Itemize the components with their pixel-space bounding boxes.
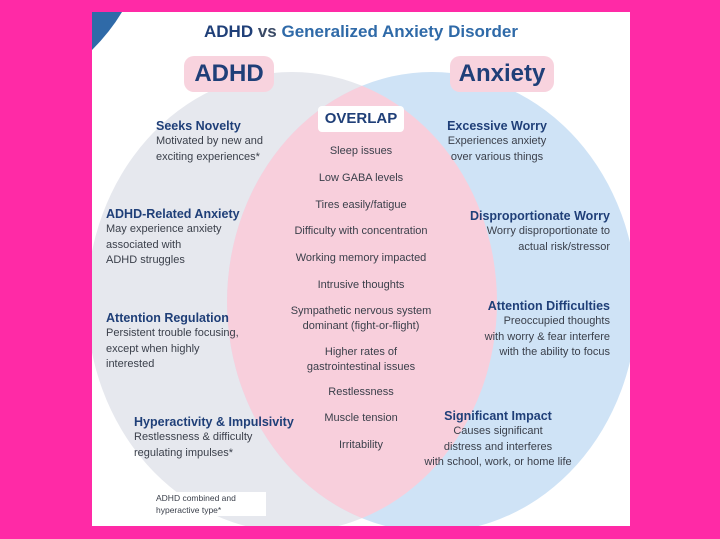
anxiety-item-significant-impact: Significant Impact Causes significant di…: [404, 408, 592, 471]
item-line: Experiences anxiety: [447, 135, 547, 147]
overlap-item: Sleep issues: [329, 145, 393, 157]
overlap-item: Irritability: [338, 439, 383, 451]
item-heading: Attention Regulation: [106, 311, 229, 325]
item-heading: Hyperactivity & Impulsivity: [134, 415, 294, 429]
item-line: Restlessness & difficulty: [134, 431, 253, 443]
anxiety-item-disproportionate-worry: Disproportionate Worry Worry disproporti…: [428, 208, 610, 255]
anxiety-item-attention-difficulties: Attention Difficulties Preoccupied thoug…: [428, 298, 610, 361]
adhd-item-hyperactivity: Hyperactivity & Impulsivity Restlessness…: [134, 414, 314, 461]
item-heading: Seeks Novelty: [156, 119, 241, 133]
overlap-item: Higher rates of gastrointestinal issues: [306, 346, 416, 373]
item-line: over various things: [450, 150, 544, 163]
item-line: May experience anxiety: [106, 223, 222, 235]
page-title: ADHD vs Generalized Anxiety Disorder: [203, 22, 518, 41]
item-line: with school, work, or home life: [424, 456, 572, 468]
item-line: distress and interferes: [443, 440, 553, 453]
overlap-item: Sympathetic nervous system dominant (fig…: [290, 305, 432, 332]
item-line: Causes significant: [453, 425, 543, 437]
item-line: Worry disproportionate to: [486, 225, 610, 237]
overlap-item: Low GABA levels: [318, 172, 404, 184]
overlap-item: Difficulty with concentration: [294, 225, 428, 237]
item-line: Preoccupied thoughts: [503, 315, 610, 327]
overlap-item: Intrusive thoughts: [317, 279, 405, 291]
item-line: with worry & fear interfere: [484, 330, 610, 343]
item-line: regulating impulses*: [134, 446, 234, 459]
item-line: associated with: [106, 238, 182, 251]
corner-accent: [92, 12, 122, 50]
item-line: actual risk/stressor: [518, 240, 610, 253]
venn-diagram-shapes: [92, 12, 630, 526]
item-line: exciting experiences*: [156, 150, 260, 163]
overlap-item: Muscle tension: [324, 412, 398, 424]
adhd-item-seeks-novelty: Seeks Novelty Motivated by new and excit…: [156, 118, 316, 165]
adhd-label: ADHD: [184, 56, 274, 92]
infographic-card: ADHD vs Generalized Anxiety Disorder ADH…: [92, 12, 630, 526]
item-heading: ADHD-Related Anxiety: [106, 207, 240, 221]
overlap-item: Restlessness: [328, 386, 394, 398]
item-heading: Excessive Worry: [447, 119, 547, 133]
item-heading: Significant Impact: [444, 409, 552, 423]
item-line: Persistent trouble focusing,: [106, 327, 239, 339]
overlap-item: Tires easily/fatigue: [315, 199, 407, 211]
item-line: ADHD struggles: [106, 254, 185, 266]
footnote: ADHD combined and hyperactive type*: [156, 492, 266, 516]
overlap-item: Working memory impacted: [295, 252, 427, 264]
item-line: Motivated by new and: [156, 135, 264, 147]
adhd-item-related-anxiety: ADHD-Related Anxiety May experience anxi…: [106, 206, 286, 269]
overlap-label: OVERLAP: [318, 106, 404, 132]
item-line: except when highly: [106, 342, 200, 355]
item-heading: Disproportionate Worry: [469, 209, 610, 223]
item-line: with the ability to focus: [499, 346, 610, 358]
anxiety-label: Anxiety: [450, 56, 554, 92]
adhd-item-attention-regulation: Attention Regulation Persistent trouble …: [106, 310, 286, 373]
anxiety-item-excessive-worry: Excessive Worry Experiences anxiety over…: [422, 118, 572, 165]
item-line: interested: [106, 358, 155, 370]
item-heading: Attention Difficulties: [487, 299, 610, 313]
overlap-region: [227, 72, 497, 526]
